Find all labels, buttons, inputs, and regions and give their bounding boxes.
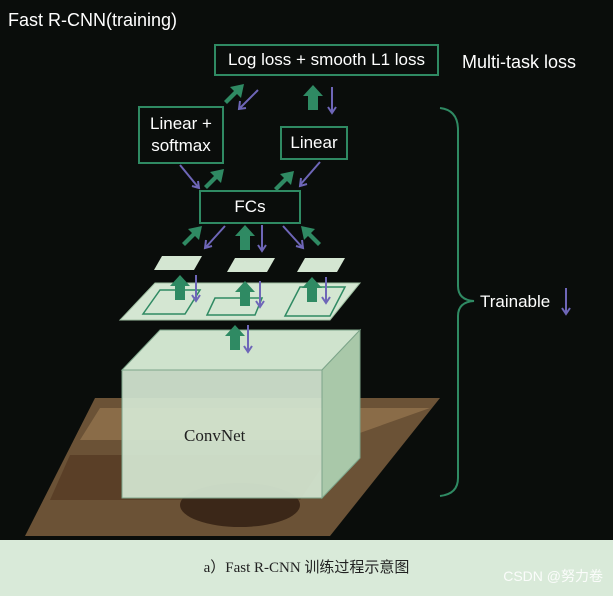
- arrow-up-roi-2: [235, 281, 255, 306]
- grad-fc-left: [203, 225, 226, 250]
- pooled-roi-1: [154, 256, 202, 270]
- arrow-up-fc-left: [182, 226, 202, 246]
- grad-softmax: [179, 164, 201, 190]
- grad-convnet: [243, 325, 253, 354]
- grad-linear: [298, 161, 321, 188]
- pooled-roi-3: [297, 258, 345, 272]
- linear-softmax-box: Linear + softmax: [138, 106, 224, 164]
- grad-roi-3: [321, 277, 331, 305]
- grad-roi-2: [255, 281, 265, 309]
- figure-caption: a）Fast R-CNN 训练过程示意图: [203, 560, 410, 576]
- arrow-up-fc-mid: [235, 225, 255, 250]
- watermark: CSDN @努力卷: [503, 568, 603, 584]
- grad-trainable-legend: [561, 288, 571, 316]
- arrow-up-to-loss-left: [224, 84, 244, 104]
- grad-loss-left: [237, 89, 259, 111]
- grad-roi-1: [191, 275, 201, 303]
- roi-box-1: [141, 289, 202, 315]
- trainable-brace: [439, 107, 475, 497]
- convnet-cube-front: [121, 369, 323, 499]
- arrow-up-roi-1: [170, 275, 190, 300]
- grad-fc-right: [282, 225, 305, 250]
- fcs-box: FCs: [199, 190, 301, 224]
- grad-fc-mid: [257, 225, 267, 253]
- arrow-up-to-loss-right: [303, 85, 323, 110]
- diagram-title: Fast R-CNN(training): [8, 10, 178, 30]
- arrow-up-roi-3: [302, 277, 322, 302]
- pooled-roi-2: [227, 258, 275, 272]
- arrow-up-to-softmax: [204, 169, 224, 189]
- arrow-up-fc-right: [301, 226, 321, 246]
- trainable-label: Trainable: [480, 292, 551, 311]
- arrow-up-convnet: [225, 325, 245, 350]
- backward-arrows: [179, 87, 571, 354]
- roi-box-3: [283, 286, 347, 317]
- loss-box: Log loss + smooth L1 loss: [214, 44, 439, 76]
- diagram-graphics: [25, 84, 571, 536]
- diagram-panel: Fast R-CNN(training) Log loss + smooth L…: [0, 0, 613, 540]
- convnet-label: ConvNet: [184, 426, 246, 445]
- forward-arrows: [170, 84, 323, 350]
- linear-box: Linear: [280, 126, 348, 160]
- multitask-loss-label: Multi-task loss: [462, 52, 577, 72]
- arrow-up-to-linear: [274, 171, 294, 191]
- grad-loss-right: [327, 87, 337, 115]
